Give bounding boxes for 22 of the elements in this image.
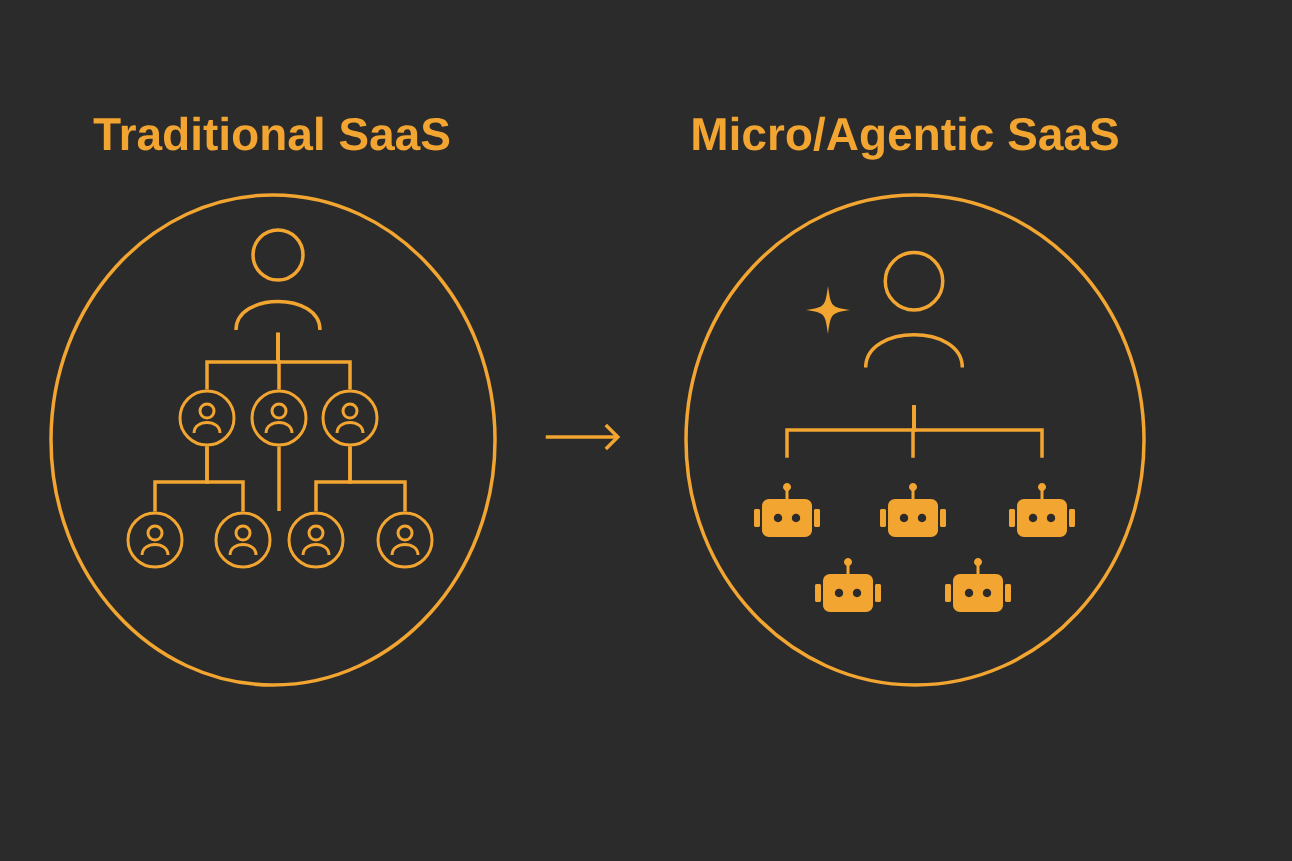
heading: Micro/Agentic SaaS	[693, 116, 1118, 160]
robot-icon	[880, 483, 946, 537]
person-badge	[178, 389, 236, 447]
person-badge	[287, 511, 345, 569]
person-badge	[126, 511, 184, 569]
person-badge	[321, 389, 379, 447]
person-badge	[214, 511, 272, 569]
person-icon	[864, 250, 965, 368]
robot-icon	[1009, 483, 1075, 537]
connector	[205, 446, 245, 512]
heading: Traditional SaaS	[93, 116, 450, 151]
connector	[912, 405, 1044, 458]
robot-icon	[754, 483, 820, 537]
person-badge	[376, 511, 434, 569]
connector	[276, 332, 352, 390]
connector	[545, 423, 621, 451]
connector	[277, 446, 281, 511]
person-badge	[250, 389, 308, 447]
robot-icon	[945, 558, 1011, 612]
connector	[348, 446, 407, 512]
robot-icon	[815, 558, 881, 612]
person-icon	[234, 228, 322, 331]
